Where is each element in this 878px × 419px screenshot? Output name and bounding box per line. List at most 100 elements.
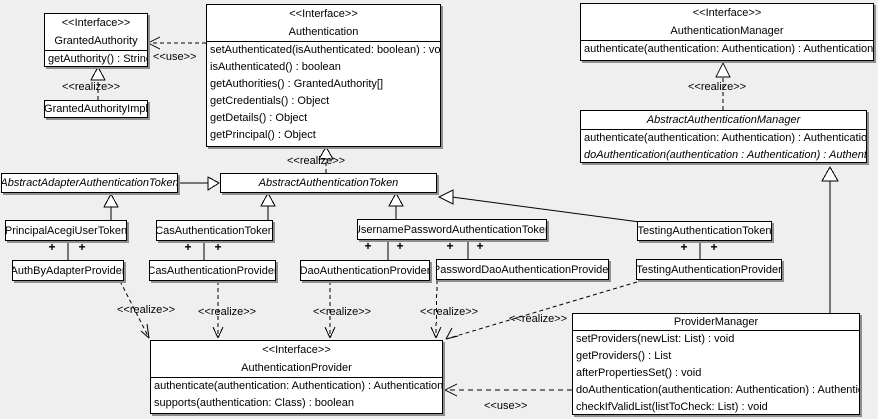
class-box-abstract-adapter-authentication-token: AbstractAdapterAuthenticationToken [1, 173, 178, 193]
association-end-plus: + [364, 239, 372, 253]
method: getAuthority() : String [48, 53, 147, 65]
class-box-granted-authority: <<Interface>> GrantedAuthority getAuthor… [44, 13, 148, 67]
method: getAuthorities() : GrantedAuthority[] [210, 78, 384, 90]
compartment-separator [573, 330, 859, 331]
class-box-granted-authority-impl: GrantedAuthorityImpl [44, 100, 148, 118]
method: getProviders() : List [576, 350, 672, 362]
stereotype-label: <<Interface>> [289, 8, 358, 20]
edge-generalization-casauthenticationtoken [260, 191, 276, 220]
class-box-cas-authentication-provider: CasAuthenticationProvider [149, 260, 276, 281]
edge-label-realize: <<realize>> [420, 306, 479, 318]
edge-realize-daoauthenticationprovider [324, 281, 336, 339]
edge-label-use: <<use>> [484, 400, 528, 412]
method: checkIfValidList(listToCheck: List) : vo… [576, 401, 768, 413]
compartment-separator [581, 40, 873, 41]
association-end-plus: + [476, 239, 484, 253]
edge-label-realize: <<realize>> [117, 304, 176, 316]
class-box-authentication: <<Interface>> Authentication setAuthenti… [206, 4, 441, 147]
class-name: PasswordDaoAuthenticationProvider [436, 263, 609, 276]
edge-realize-grantedauthorityimpl [90, 65, 106, 100]
class-name: ProviderManager [673, 316, 759, 328]
edge-label-realize: <<realize>> [62, 81, 121, 93]
class-box-username-password-authentication-token: UsernamePasswordAuthenticationToken [357, 219, 547, 240]
association-end-plus: + [446, 239, 454, 253]
stereotype-label: <<Interface>> [692, 7, 762, 19]
method: getCredentials() : Object [210, 95, 330, 107]
class-box-testing-authentication-token: TestingAuthenticationToken [637, 221, 772, 241]
edge-label-realize: <<realize>> [287, 155, 346, 167]
class-name: TestingAuthenticationToken [637, 225, 772, 237]
class-box-password-dao-authentication-provider: PasswordDaoAuthenticationProvider [436, 259, 609, 280]
class-box-provider-manager: ProviderManager setProviders(newList: Li… [572, 313, 860, 415]
edge-label-use: <<use>> [153, 51, 197, 63]
class-name: UsernamePasswordAuthenticationToken [357, 223, 547, 236]
compartment-separator [45, 50, 147, 51]
class-name: Authentication [288, 26, 359, 38]
class-name: GrantedAuthorityImpl [44, 103, 148, 115]
association-end-plus: + [184, 240, 192, 254]
method: authenticate(authentication: Authenticat… [584, 43, 873, 55]
edge-label-realize: <<realize>> [688, 81, 747, 93]
class-name: TestingAuthenticationProvider [636, 263, 782, 276]
class-box-abstract-authentication-token: AbstractAuthenticationToken [220, 173, 437, 193]
edge-generalization-providermanager [821, 165, 839, 313]
method: authenticate(authentication: Authenticat… [584, 132, 866, 144]
association-end-plus: + [680, 240, 688, 254]
class-box-authentication-provider: <<Interface>> AuthenticationProvider aut… [150, 340, 443, 414]
edge-generalization-abstractadapter [178, 176, 220, 191]
class-name: AuthByAdapterProvider [12, 264, 124, 277]
edge-realize-abstractauthenticationtoken [318, 146, 334, 173]
edge-realize-authbyadapterprovider [119, 280, 150, 339]
class-name: AbstractAdapterAuthenticationToken [1, 177, 178, 189]
method: getPrincipal() : Object [210, 129, 316, 141]
class-name: AbstractAuthenticationManager [646, 114, 801, 126]
class-name: GrantedAuthority [54, 35, 138, 47]
association-end-plus: + [78, 240, 86, 254]
class-box-authentication-manager: <<Interface>> AuthenticationManager auth… [580, 3, 874, 61]
edge-generalization-usernamepasswordtoken [388, 191, 404, 219]
class-name: AuthenticationProvider [241, 362, 352, 374]
class-name: AuthenticationManager [670, 25, 784, 37]
association-end-plus: + [710, 240, 718, 254]
edge-generalization-testingtoken [437, 189, 641, 223]
method-abstract: doAuthentication(authentication : Authen… [584, 149, 866, 161]
association-end-plus: + [214, 240, 222, 254]
class-box-abstract-authentication-manager: AbstractAuthenticationManager authentica… [580, 110, 867, 163]
edge-realize-casauthenticationprovider [212, 281, 224, 339]
method: isAuthenticated() : boolean [210, 61, 341, 73]
edge-realize-abstractauthenticationmanager [715, 61, 731, 110]
class-name: CasAuthenticationToken [156, 224, 273, 237]
class-name: AbstractAuthenticationToken [258, 177, 399, 189]
compartment-separator [581, 129, 866, 130]
method: setAuthenticated(isAuthenticated: boolea… [210, 44, 440, 56]
association-end-plus: + [396, 239, 404, 253]
method: getDetails() : Object [210, 112, 308, 124]
edge-label-realize: <<realize>> [509, 313, 568, 325]
association-end-plus: + [48, 240, 56, 254]
method: supports(authentication: Class) : boolea… [154, 397, 354, 409]
class-box-testing-authentication-provider: TestingAuthenticationProvider [636, 259, 782, 280]
class-box-dao-authentication-provider: DaoAuthenticationProvider [300, 260, 430, 281]
class-name: CasAuthenticationProvider [149, 264, 276, 277]
compartment-separator [151, 377, 442, 378]
edge-use-providermanager [444, 383, 572, 397]
arrowhead-use-grantedauthority [147, 36, 161, 50]
edge-label-realize: <<realize>> [313, 306, 372, 318]
method: authenticate(authentication: Authenticat… [154, 380, 442, 392]
edge-realize-testingauthenticationprovider [445, 281, 638, 340]
edge-label-realize: <<realize>> [198, 306, 257, 318]
compartment-separator [207, 41, 440, 42]
stereotype-label: <<Interface>> [262, 344, 331, 356]
edge-generalization-principalacegiusertoken [103, 192, 119, 221]
class-box-cas-authentication-token: CasAuthenticationToken [156, 220, 273, 241]
method: afterPropertiesSet() : void [576, 367, 702, 379]
class-name: PrincipalAcegiUserToken [5, 224, 127, 237]
class-box-principal-acegi-user-token: PrincipalAcegiUserToken [5, 220, 127, 241]
edge-realize-passworddaoprovider [430, 279, 442, 339]
class-box-auth-by-adapter-provider: AuthByAdapterProvider [12, 260, 124, 281]
class-name: DaoAuthenticationProvider [300, 264, 430, 277]
method: setProviders(newList: List) : void [576, 333, 735, 345]
method: doAuthentication(authentication: Authent… [576, 384, 859, 396]
